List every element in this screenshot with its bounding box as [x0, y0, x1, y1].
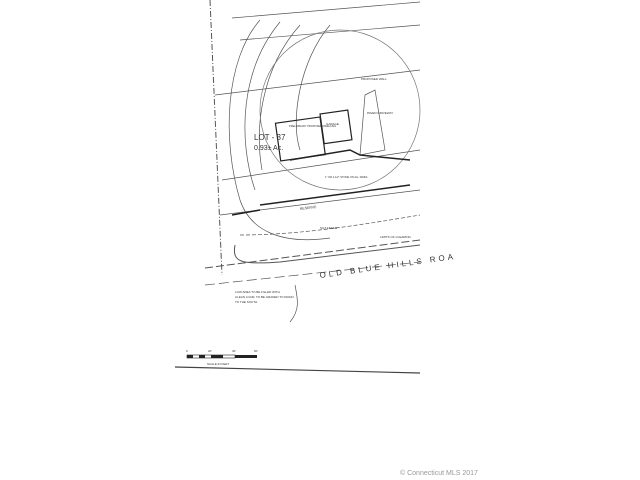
retaining-wall: [259, 184, 411, 206]
reserve-label: RESERVE: [300, 205, 318, 211]
property-line-north: [231, 1, 421, 19]
driveway: [359, 89, 386, 156]
copyright-watermark: © Connecticut MLS 2017: [400, 470, 478, 477]
garage-label: GARAGE: [326, 122, 339, 126]
road-edge-north: [204, 239, 421, 269]
curtain-drain: [289, 149, 411, 161]
scale-label: SCALE IN FEET: [207, 362, 229, 366]
scale-tick-0: 0: [186, 349, 188, 353]
silt-fence: [239, 214, 421, 236]
fill-note-3: TO THE SOUTH.: [235, 300, 258, 304]
property-line-west: [209, 0, 223, 276]
sheet-bottom-edge: [174, 366, 421, 374]
scale-bar: 0 20' 40' 60' SCALE IN FEET: [186, 349, 258, 366]
scale-tick-40: 40': [232, 349, 236, 353]
retaining-wall: [231, 209, 261, 216]
contour-line: [221, 149, 421, 181]
lot-area: 0.93± Ac.: [254, 145, 283, 152]
fill-note-2: CLEAN LOAM, TO BE GRADED TO DRAIN: [235, 295, 294, 299]
contour-line: [214, 69, 421, 96]
fill-note-1: LOW AREA TO BE FILLED WITH: [235, 290, 280, 294]
leader-line: [289, 284, 298, 323]
scale-tick-20: 20': [208, 349, 212, 353]
wall-label: PROPOSED WALL: [361, 77, 387, 81]
clearing-limit: [233, 244, 421, 264]
lot-label: LOT - 37: [254, 133, 286, 142]
contour-line: [228, 19, 331, 241]
silt-fence-label: SILT FENCE: [320, 226, 337, 230]
scale-tick-60: 60': [254, 349, 258, 353]
contour-line: [239, 24, 421, 41]
driveway-label: PAVED DRIVEWAY: [367, 111, 393, 115]
stone-label: 1" OR 1-1/2" STONE ON ALL SIDES: [325, 175, 368, 179]
garage-footprint: [319, 109, 353, 145]
clearing-circle: [259, 29, 421, 191]
clearing-label: LIMITS OF CLEARING: [380, 235, 412, 239]
contour-line: [259, 24, 301, 171]
dwelling-label: PRELIMINARY PROPOSED DWELLING: [289, 124, 336, 128]
contour-line: [295, 24, 331, 151]
contour-line: [244, 21, 281, 191]
road-edge-south: [204, 261, 421, 286]
road-name: OLD BLUE HILLS ROA: [319, 252, 457, 280]
